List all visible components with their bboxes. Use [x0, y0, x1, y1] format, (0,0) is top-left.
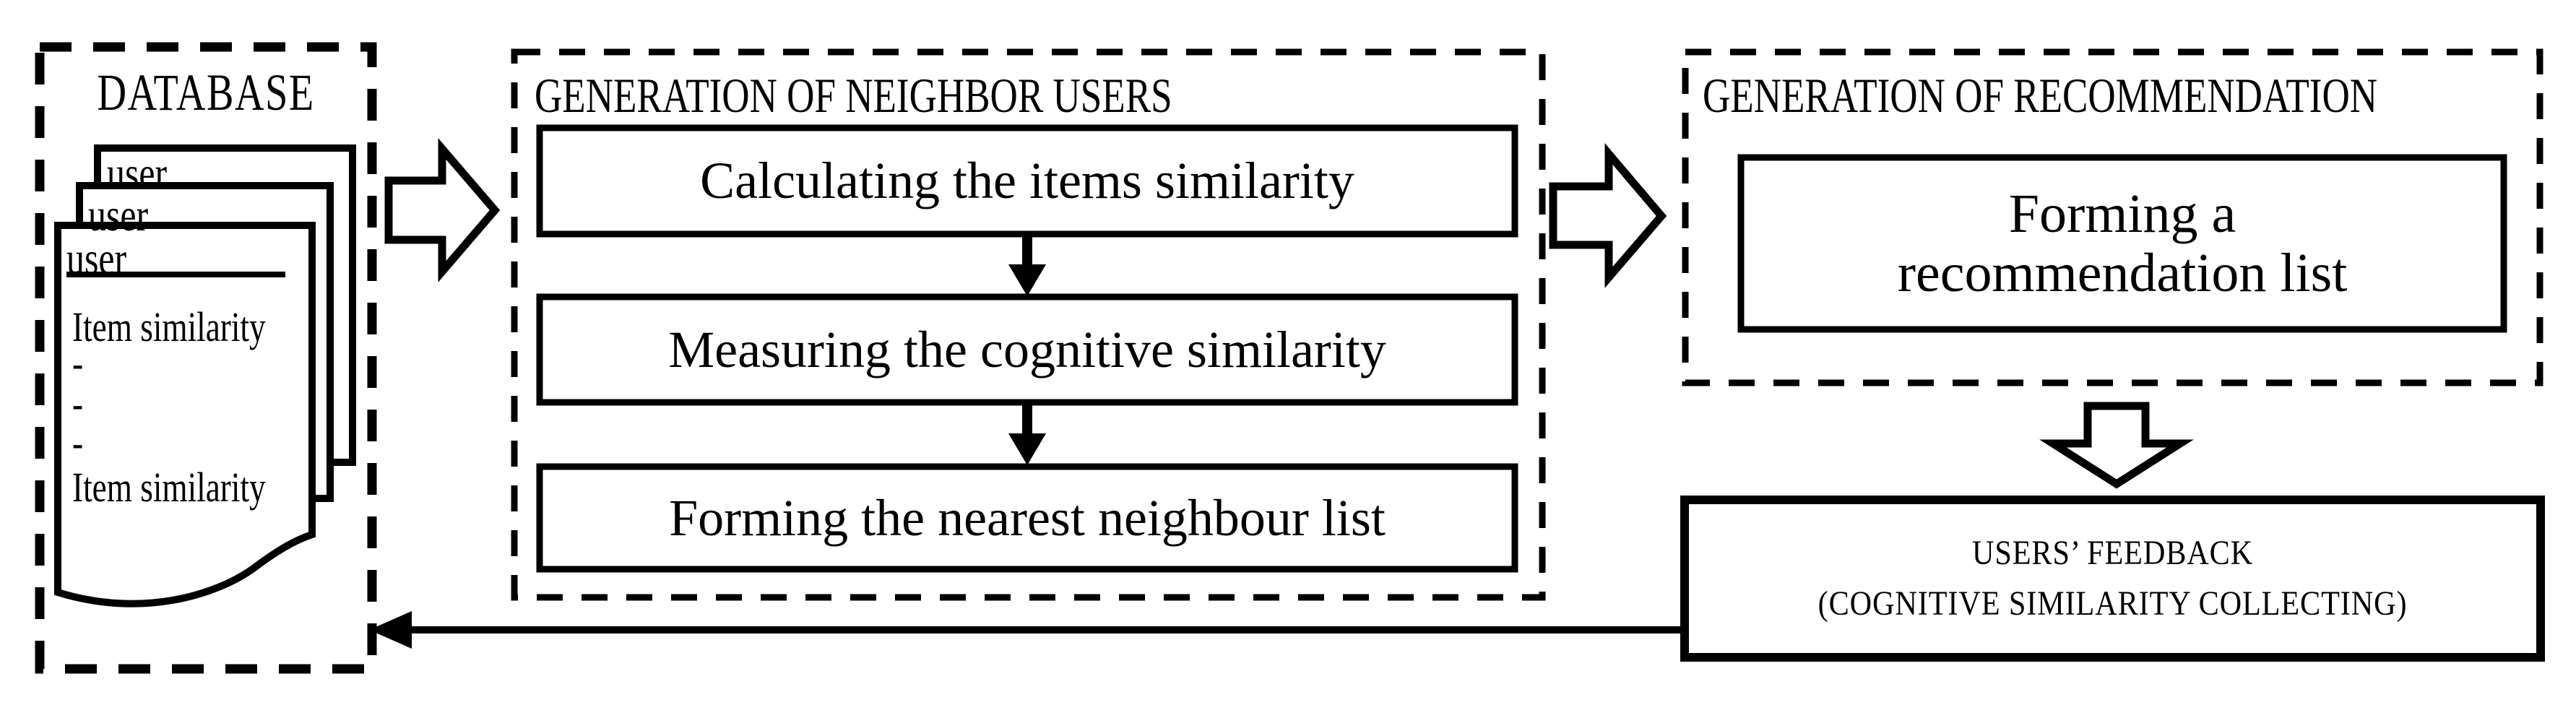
page-label-back: user — [107, 147, 168, 199]
document-page-front — [54, 222, 316, 607]
page-label-front: user — [66, 233, 127, 284]
front-page-line-3: - — [72, 380, 84, 427]
arrow-step2-to-step3-head-icon — [1008, 433, 1046, 465]
arrow-step1-to-step2-stem — [1022, 234, 1032, 267]
recommendation-list-box — [1737, 154, 2507, 333]
front-page-line-4: - — [72, 419, 84, 466]
users-feedback-line2: (COGNITIVE SIMILARITY COLLECTING) — [1818, 584, 2408, 623]
feedback-return-arrowhead-icon — [369, 611, 412, 649]
recommendation-generation-dashed-border — [1682, 48, 2543, 386]
users-feedback-box — [1680, 496, 2545, 662]
front-page-line-1: Item similarity — [72, 303, 266, 350]
step-box-cognitive-similarity — [536, 293, 1518, 406]
front-page-line-2: - — [72, 339, 84, 386]
database-title: DATABASE — [40, 66, 372, 118]
recommendation-list-line2: recommendation list — [1897, 243, 2348, 303]
recommendation-list-label: Forming a recommendation list — [1741, 157, 2504, 329]
arrow-step1-to-step2-head-icon — [1008, 264, 1046, 296]
page-label-middle: user — [88, 189, 149, 241]
arrow-step2-to-step3-stem — [1022, 402, 1032, 435]
block-arrow-recommendation-to-feedback-icon — [2039, 402, 2194, 489]
users-feedback-line1: USERS’ FEEDBACK — [1971, 534, 2254, 573]
block-arrow-neighbors-to-recommendation-icon — [1549, 143, 1667, 288]
step-label-cognitive-similarity: Measuring the cognitive similarity — [668, 320, 1386, 379]
neighbor-generation-title: GENERATION OF NEIGHBOR USERS — [535, 68, 1172, 123]
users-feedback-label: USERS’ FEEDBACK (COGNITIVE SIMILARITY CO… — [1685, 500, 2541, 657]
block-arrow-database-to-neighbors-icon — [384, 138, 501, 282]
step-label-items-similarity: Calculating the items similarity — [700, 152, 1354, 209]
front-page-line-5: Item similarity — [72, 464, 266, 511]
step-box-nearest-neighbour-list — [536, 463, 1518, 573]
database-dashed-border — [35, 42, 377, 674]
step-label-nearest-neighbour-list: Forming the nearest neighbour list — [669, 488, 1386, 547]
recommendation-generation-title: GENERATION OF RECOMMENDATION — [1703, 68, 2378, 123]
database-title-text: DATABASE — [97, 64, 315, 121]
recommendation-list-line1: Forming a — [2008, 183, 2236, 244]
neighbor-generation-dashed-border — [511, 48, 1546, 601]
